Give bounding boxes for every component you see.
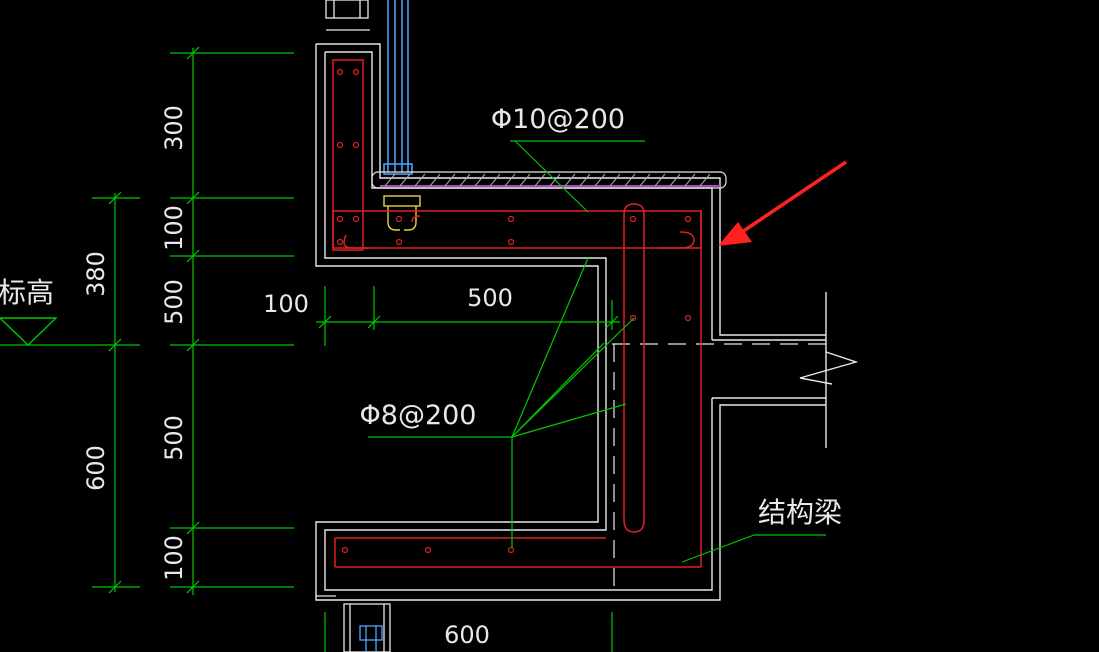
rebar-label-stirrup: Φ8@200 — [360, 400, 477, 431]
dimension-lines — [0, 46, 620, 652]
elevation-marker-icon — [0, 317, 58, 346]
dim-500-upper: 500 — [160, 279, 188, 325]
dim-600-bottom: 600 — [444, 621, 490, 649]
red-arrow-icon — [718, 160, 847, 246]
break-line-icon — [799, 292, 859, 448]
dim-600-vertical: 600 — [82, 445, 110, 491]
dim-100-upper: 100 — [160, 205, 188, 251]
upper-window-sill — [325, 0, 370, 31]
beam-label: 结构梁 — [758, 496, 842, 529]
rebar-dots — [336, 68, 692, 554]
anchor-bolt — [383, 195, 421, 231]
upper-window-frame — [383, 0, 413, 175]
dimension-labels: 300 100 500 500 100 380 600 100 500 600 — [82, 105, 513, 649]
dim-380: 380 — [82, 251, 110, 297]
dim-100-lower: 100 — [160, 535, 188, 581]
dim-300-upper: 300 — [160, 105, 188, 151]
slab-finish-hatch — [371, 171, 727, 189]
lower-window-frame — [316, 595, 391, 652]
dim-500-horizontal: 500 — [467, 284, 513, 312]
rebar-label-top-bar: Φ10@200 — [491, 104, 625, 135]
dim-500-lower: 500 — [160, 415, 188, 461]
concrete-outline — [315, 43, 826, 601]
beam-center-line — [612, 343, 826, 590]
level-label: 标高 — [0, 276, 54, 309]
dim-100-horizontal: 100 — [263, 290, 309, 318]
rebar-cage — [332, 59, 702, 568]
leader-lines — [368, 140, 826, 563]
